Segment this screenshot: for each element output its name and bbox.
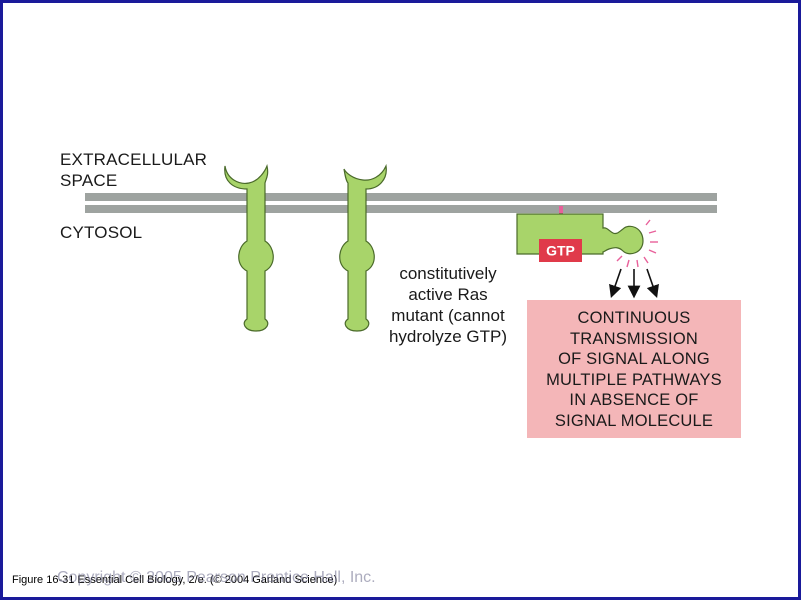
result-box-line: IN ABSENCE OF bbox=[569, 391, 699, 409]
signal-ray bbox=[648, 230, 657, 234]
copyright-notice: Copyright © 2005 Pearson Prentice Hall, … bbox=[57, 569, 376, 586]
diagram-canvas: GTP EXTRACELLULAR SPACE CYTOSOL constitu… bbox=[3, 3, 798, 597]
result-box: CONTINUOUS TRANSMISSION OF SIGNAL ALONG … bbox=[527, 300, 741, 438]
ras-caption-line: mutant (cannot bbox=[391, 306, 505, 325]
result-box-line: MULTIPLE PATHWAYS bbox=[546, 370, 722, 389]
result-box-line: OF SIGNAL ALONG bbox=[558, 350, 710, 368]
arrow-right bbox=[646, 268, 659, 299]
receptor-right bbox=[339, 163, 387, 332]
ras-caption-line: active Ras bbox=[408, 285, 488, 304]
result-box-line: TRANSMISSION bbox=[570, 329, 698, 348]
signal-ray bbox=[636, 259, 639, 268]
extracellular-label-line1: EXTRACELLULAR bbox=[60, 150, 208, 169]
ras-caption-line: hydrolyze GTP) bbox=[388, 327, 508, 346]
signal-ray bbox=[626, 259, 630, 268]
signal-ray bbox=[648, 249, 657, 254]
signal-ray bbox=[616, 255, 623, 262]
arrow-left bbox=[609, 268, 622, 299]
membrane-inner-leaflet bbox=[85, 205, 717, 213]
figure-citation: Figure 16-31 Essential Cell Biology, 2/e… bbox=[12, 574, 338, 586]
ras-caption: constitutively active Ras mutant (cannot… bbox=[373, 263, 523, 347]
receptor-left bbox=[224, 163, 274, 332]
cytosol-label: CYTOSOL bbox=[60, 223, 143, 242]
result-box-line: CONTINUOUS bbox=[577, 309, 691, 327]
membrane-outer-leaflet bbox=[85, 193, 717, 201]
ras-caption-line: constitutively bbox=[399, 264, 497, 283]
extracellular-label-line2: SPACE bbox=[60, 171, 118, 190]
diagram-drawing: GTP bbox=[85, 163, 717, 332]
signal-ray bbox=[645, 219, 651, 226]
gtp-badge-label: GTP bbox=[546, 243, 575, 259]
ras-membrane-anchor bbox=[559, 206, 563, 215]
signal-rays bbox=[616, 219, 658, 268]
signal-ray bbox=[643, 256, 649, 264]
result-box-line: SIGNAL MOLECULE bbox=[554, 411, 714, 430]
extracellular-space-label: EXTRACELLULAR SPACE bbox=[60, 149, 207, 191]
gtp-badge bbox=[539, 239, 582, 262]
